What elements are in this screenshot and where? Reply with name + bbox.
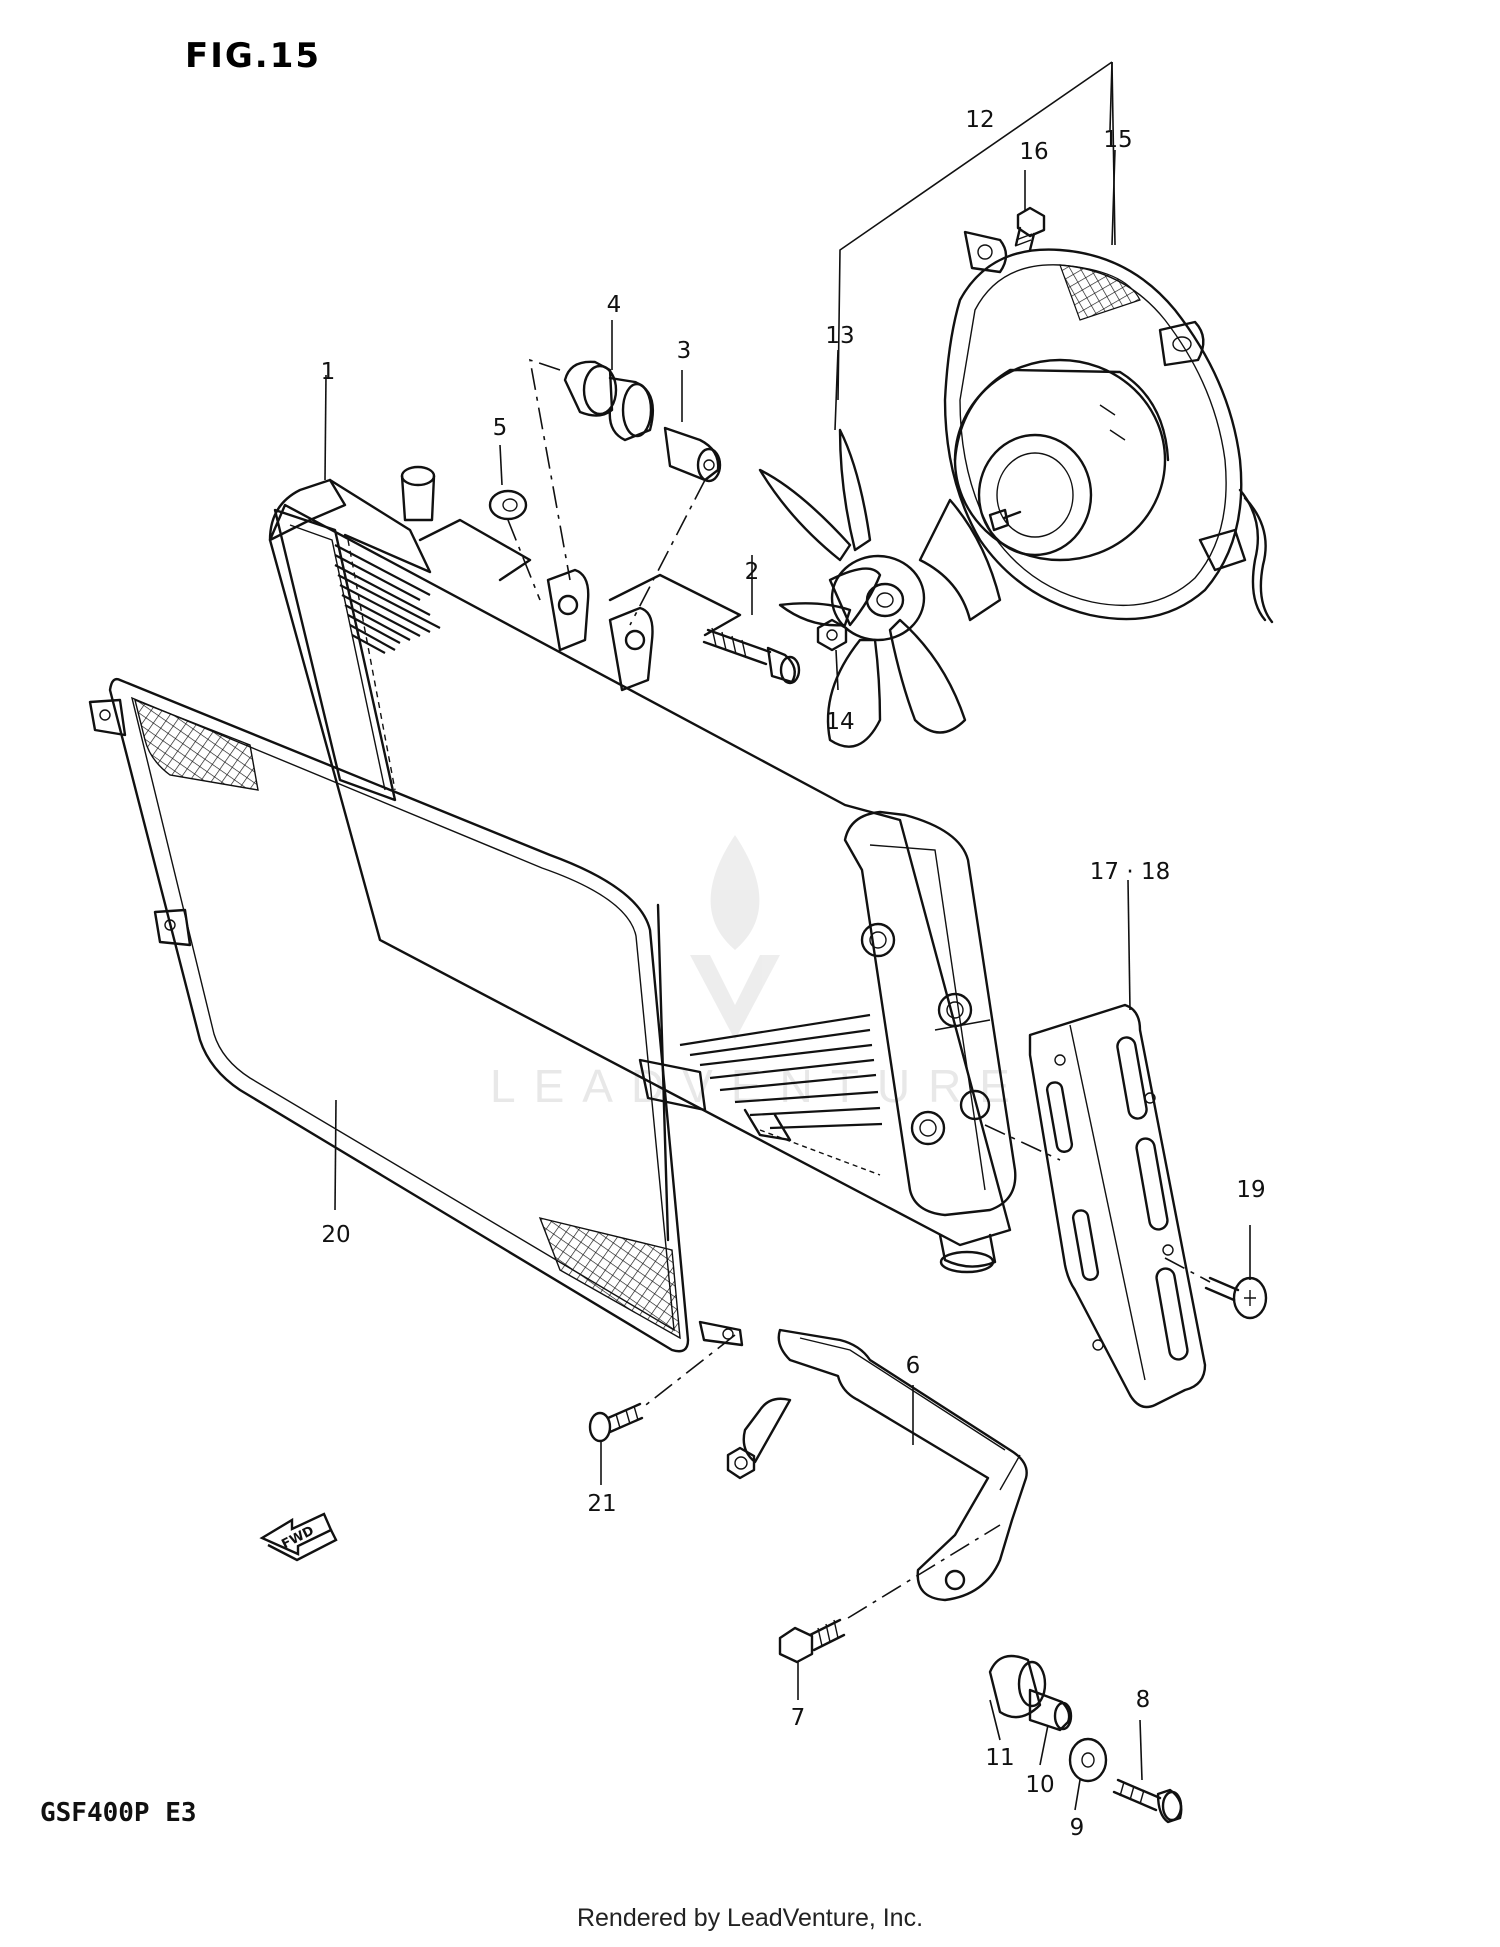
lower-bracket [726, 1328, 1028, 1602]
watermark-text: LEADVENTURE [490, 1060, 1028, 1112]
model-code: GSF400P E3 [40, 1798, 197, 1828]
leader-lines [324, 61, 1251, 1811]
radiator-fins-lower [679, 1013, 883, 1130]
callout-21: 21 [587, 1491, 617, 1517]
radiator-mount-bracket [546, 568, 654, 692]
leadventure-watermark: LEADVENTURE [490, 835, 1028, 1112]
callout-14: 14 [825, 709, 855, 735]
callout-5: 5 [492, 415, 508, 441]
radiator-fins-upper [334, 544, 441, 654]
collar-10 [1028, 1688, 1073, 1732]
callout-10: 10 [1025, 1772, 1055, 1798]
grommet [563, 360, 655, 442]
side-plate [1028, 1003, 1207, 1409]
screw-21 [588, 1402, 644, 1443]
fan-nut [816, 618, 848, 652]
grommet-11 [988, 1654, 1047, 1719]
screw-19 [1204, 1276, 1268, 1320]
callout-2: 2 [744, 559, 760, 585]
callout-9: 9 [1069, 1815, 1085, 1841]
callout-17-18: 17 · 18 [1089, 859, 1171, 885]
callout-15: 15 [1103, 127, 1133, 153]
bolt-7 [778, 1618, 846, 1664]
callout-7: 7 [790, 1705, 806, 1731]
callout-19: 19 [1236, 1177, 1266, 1203]
fan-blade [758, 428, 1002, 748]
collar-spacer [663, 426, 722, 483]
bolt-8 [1112, 1778, 1183, 1824]
callout-1: 1 [320, 359, 336, 385]
footer-credit: Rendered by LeadVenture, Inc. [576, 1904, 924, 1932]
bolt-2 [702, 627, 801, 685]
screw-16 [1014, 206, 1046, 252]
fan-motor-shroud [943, 230, 1274, 624]
washer-9 [1068, 1737, 1108, 1783]
callout-11: 11 [985, 1745, 1015, 1771]
radiator [268, 465, 1017, 1274]
callout-8: 8 [1135, 1687, 1151, 1713]
fwd-arrow-icon [259, 1512, 338, 1562]
callout-20: 20 [321, 1222, 351, 1248]
callout-16: 16 [1019, 139, 1049, 165]
callout-3: 3 [676, 338, 692, 364]
callout-13: 13 [825, 323, 855, 349]
radiator-grille [88, 677, 744, 1353]
washer-5 [488, 489, 528, 521]
callout-6: 6 [905, 1353, 921, 1379]
figure-title: FIG.15 [185, 36, 322, 76]
callout-12: 12 [965, 107, 995, 133]
callout-4: 4 [606, 292, 622, 318]
